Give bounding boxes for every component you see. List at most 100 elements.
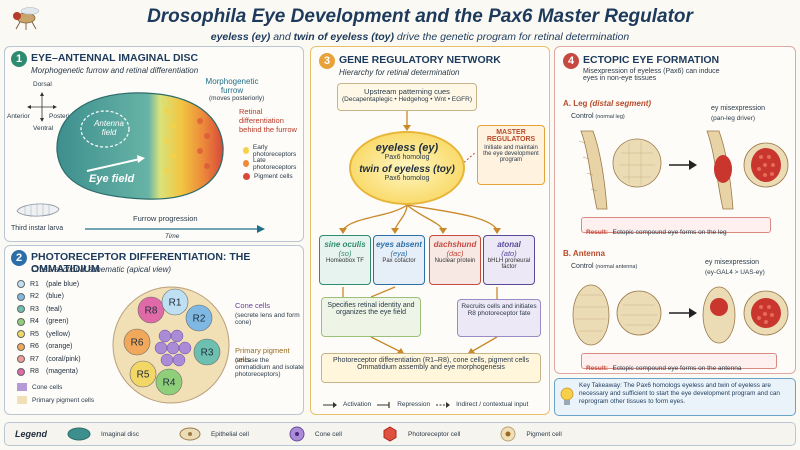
- panel-subheading: Misexpression of eyeless (Pax6) can indu…: [583, 68, 720, 82]
- receptor-legend-item: R5(yellow): [17, 328, 81, 341]
- legend-title: Legend: [15, 429, 48, 439]
- legend-early: Early photoreceptors: [252, 143, 297, 158]
- early-photoreceptor-swatch: [243, 147, 249, 154]
- photoreceptor-label: R8: [145, 306, 158, 317]
- receptor-swatch: [17, 292, 25, 301]
- leg-result-box: Result: Ectopic compound eye forms on th…: [581, 217, 771, 236]
- receptor-color: (teal): [46, 305, 62, 313]
- panel-heading: PHOTORECEPTOR DIFFERENTIATION: THE OMMAT…: [31, 251, 251, 275]
- leg-result-label: Result:: [586, 229, 609, 236]
- gene-desc: Homeobox TF: [326, 258, 364, 264]
- panel-number: 4: [563, 53, 579, 69]
- compass-posterior: Posterior: [49, 113, 76, 120]
- cone-cells-note: (secrete lens and form cone): [235, 312, 300, 326]
- antenna-control-label: Control (normal antenna): [571, 263, 637, 270]
- photoreceptor-r2: [185, 304, 213, 332]
- receptor-id: R5: [30, 330, 39, 338]
- antenna-result-text: Ectopic compound eye forms on the antenn…: [612, 365, 742, 372]
- key-activation: Activation: [343, 401, 372, 408]
- gene-abbr: (so): [338, 249, 352, 258]
- panel-ommatidium: 2 PHOTORECEPTOR DIFFERENTIATION: THE OMM…: [4, 245, 304, 415]
- gene-node: dachshund(dac)Nuclear protein: [429, 235, 481, 285]
- receptor-id: R7: [30, 355, 39, 363]
- larva-label: Third instar larva: [11, 225, 64, 232]
- gene-desc: Nuclear protein: [434, 258, 476, 264]
- gene-abbr: (ato): [501, 249, 517, 258]
- receptor-legend: R1(pale blue)R2(blue)R3(teal)R4(green)R5…: [17, 278, 81, 378]
- master-title: MASTER REGULATORS: [486, 129, 536, 143]
- cone-cells-legend: Cone cells: [17, 383, 62, 391]
- legend-imaginal-disc: Imaginal disc: [101, 430, 139, 438]
- legend-bar: Legend Imaginal disc Epithelial cell Con…: [4, 422, 796, 446]
- photoreceptor-label: R2: [193, 314, 206, 325]
- leg-mis-label: ey misexpression: [711, 105, 766, 112]
- key-takeaway-box: Key Takeaway: The Pax6 homologs eyeless …: [554, 378, 796, 416]
- cone-cell: [166, 341, 180, 355]
- receptor-legend-item: R1(pale blue): [17, 278, 81, 291]
- eyeless-label: eyeless (ey): [375, 142, 439, 154]
- cone-swatch: [17, 383, 27, 391]
- final-line2: Ommatidium assembly and eye morphogenesi…: [357, 364, 505, 371]
- compass-ventral: Ventral: [33, 125, 54, 132]
- antenna-control: Control: [571, 263, 594, 270]
- furrow-note: (moves posteriorly): [209, 95, 265, 102]
- receptor-swatch: [17, 280, 25, 289]
- section-a-detail: (distal segment): [589, 99, 652, 108]
- legend-epithelial-cell: Epithelial cell: [210, 430, 249, 438]
- panel-imaginal-disc: 1 EYE–ANTENNAL IMAGINAL DISC Morphogenet…: [4, 46, 304, 242]
- epithelial-cell-legend-icon: [179, 427, 201, 441]
- photoreceptor-r8: [137, 296, 165, 324]
- receptor-id: R4: [30, 318, 39, 326]
- page-subtitle: eyeless (ey) and twin of eyeless (toy) d…: [40, 31, 800, 43]
- key-repression: Repression: [397, 401, 431, 408]
- section-a-title: A. Leg (distal segment): [563, 99, 651, 108]
- key-indirect: Indirect / contextual input: [456, 401, 529, 408]
- legend-pigment-cell: Pigment cell: [526, 430, 562, 438]
- photoreceptor-cell-legend-icon: [383, 426, 397, 442]
- legend-cone-cell: Cone cell: [314, 430, 342, 438]
- arrow-key: Activation Repression Indirect / context…: [323, 401, 528, 408]
- receptor-color: (orange): [46, 343, 73, 351]
- specify-text: Specifies retinal identity and organizes…: [327, 302, 415, 316]
- lightbulb-icon: [560, 387, 574, 405]
- eye-field-label: Eye field: [89, 173, 135, 185]
- compass-dorsal: Dorsal: [33, 81, 52, 88]
- gene-node: atonal(ato)bHLH proneural factor: [483, 235, 535, 285]
- cone-legend-label: Cone cells: [32, 383, 63, 391]
- panel-subheading: Morphogenetic furrow and retinal differe…: [31, 66, 199, 75]
- antenna-control-note: (normal antenna): [595, 264, 638, 270]
- indirect-arrow-icon: [436, 401, 451, 408]
- photoreceptor-label: R1: [169, 298, 182, 309]
- imaginal-disc-illustration: [56, 92, 224, 200]
- photoreceptor-label: R3: [201, 348, 214, 359]
- cone-cell: [158, 329, 172, 343]
- panel-heading: GENE REGULATORY NETWORK: [339, 54, 501, 66]
- panel-ectopic-eye: 4 ECTOPIC EYE FORMATION Misexpression of…: [554, 46, 796, 374]
- specify-identity-box: Specifies retinal identity and organizes…: [321, 297, 421, 337]
- pigment-cells-note: (encase the ommatidium and isolate photo…: [235, 357, 304, 378]
- key-takeaway-text: Key Takeaway: The Pax6 homologs eyeless …: [579, 382, 780, 405]
- larva-icon: [16, 203, 60, 217]
- master-text: Initiate and maintain the eye developmen…: [483, 145, 539, 163]
- compass-anterior: Anterior: [7, 113, 30, 120]
- subtitle-and: and: [270, 31, 294, 43]
- receptor-id: R3: [30, 305, 39, 313]
- furrow-label: Morphogenetic furrow: [205, 77, 259, 95]
- eyeless-node: eyeless (ey) Pax6 homolog twin of eyeles…: [349, 131, 465, 205]
- cone-cell: [170, 329, 184, 343]
- gene-node: eyes absent(eya)Pax cofactor: [373, 235, 425, 285]
- receptor-swatch: [17, 330, 25, 339]
- gene-abbr: (eya): [390, 249, 408, 258]
- cone-cell: [160, 353, 174, 367]
- leg-comparison-illustration: [578, 130, 789, 210]
- gene-desc: Pax cofactor: [382, 258, 416, 264]
- pigment-legend-label: Primary pigment cells: [32, 396, 95, 404]
- upstream-title: Upstream patterning cues: [364, 87, 450, 96]
- eyeless-sub: Pax6 homolog: [384, 154, 430, 161]
- antenna-comparison-illustration: [572, 284, 789, 346]
- antenna-result-label: Result:: [586, 365, 609, 372]
- activation-arrow-icon: [323, 401, 337, 408]
- photoreceptor-label: R6: [131, 338, 144, 349]
- receptor-color: (coral/pink): [46, 355, 81, 363]
